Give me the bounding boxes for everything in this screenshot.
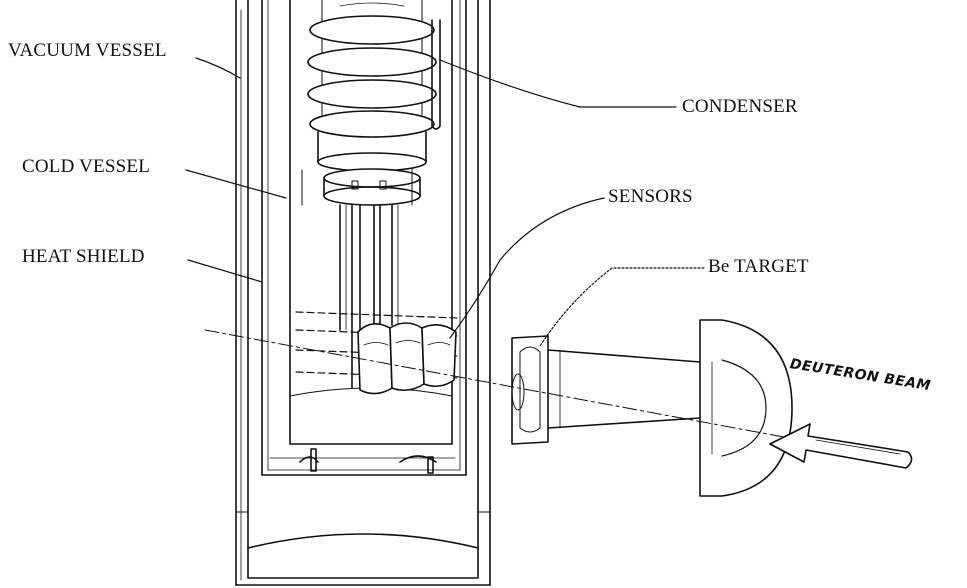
label-vacuum-vessel: VACUUM VESSEL [8, 40, 167, 61]
vacuum-vessel [235, 0, 491, 586]
label-condenser: CONDENSER [682, 96, 798, 117]
leader-be-target [539, 267, 705, 347]
leader-sensors [449, 197, 605, 339]
label-be-target: Be TARGET [708, 256, 809, 277]
label-heat-shield: HEAT SHIELD [22, 246, 145, 267]
leader-vacuum-vessel [195, 57, 241, 79]
leader-lines [185, 57, 705, 347]
label-cold-vessel: COLD VESSEL [22, 156, 151, 177]
sensors [357, 322, 457, 395]
support-rods [301, 167, 421, 389]
condenser [307, 0, 441, 172]
label-sensors: SENSORS [608, 186, 693, 207]
leader-cold-vessel [185, 169, 287, 199]
beam-tube [511, 319, 793, 497]
leader-heat-shield [187, 259, 263, 283]
leader-condenser [439, 59, 677, 108]
heat-shield [261, 0, 467, 476]
beam-arrow [769, 423, 913, 469]
beam-centerline [204, 329, 801, 441]
